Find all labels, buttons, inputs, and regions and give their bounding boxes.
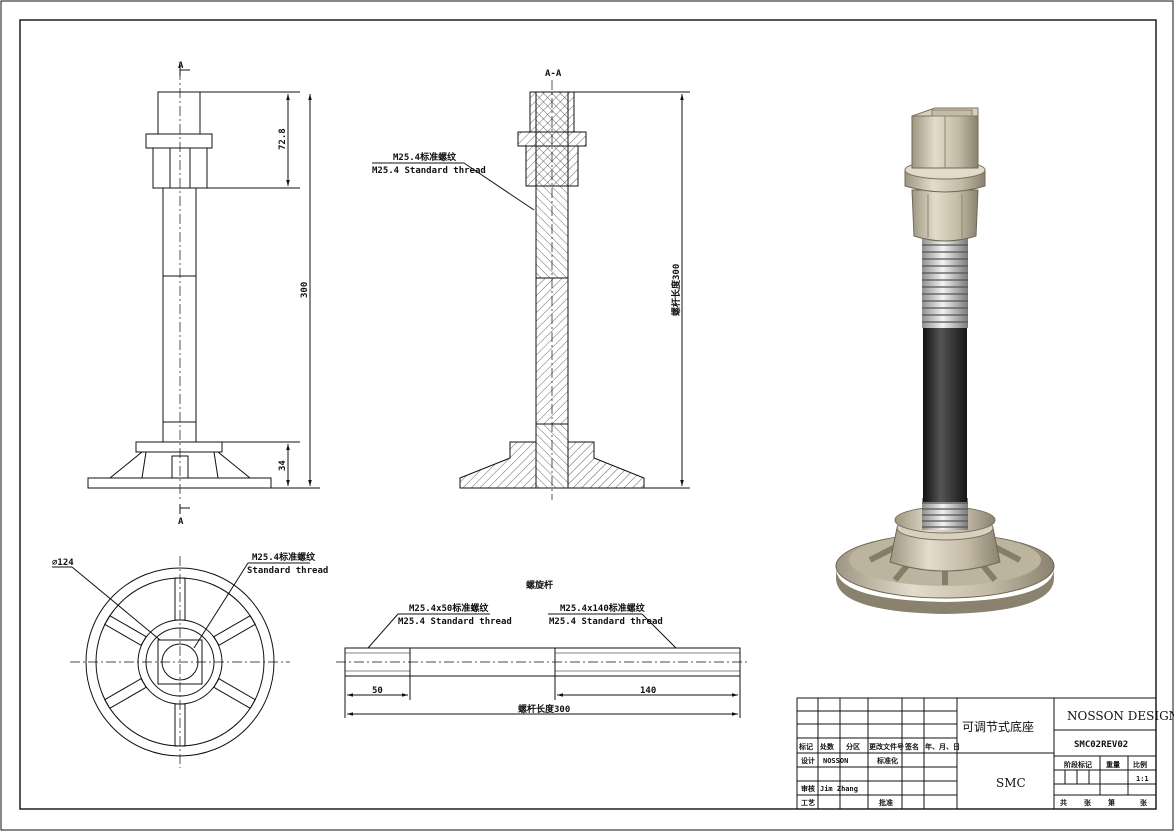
tb-review-value: Jim Zhang	[820, 785, 858, 793]
bottom-thread-label-en: Standard thread	[247, 566, 328, 576]
tb-sheet-unit: 张	[1084, 798, 1092, 807]
section-view	[372, 80, 690, 500]
tb-col-change-doc: 更改文件号	[869, 742, 904, 751]
rod-right-thread-en: M25.4 Standard thread	[549, 617, 663, 627]
dim-base-height: 34	[278, 460, 288, 471]
tb-col-date: 年、月、日	[925, 742, 960, 751]
section-mark-bottom: A	[178, 517, 184, 527]
tb-design-value: NOSSON	[823, 757, 848, 765]
tb-stage-label: 阶段标记	[1064, 760, 1092, 769]
dim-top-height: 72.8	[278, 128, 288, 150]
inner-frame	[19, 19, 1157, 810]
tb-sheet-num: 第	[1108, 798, 1115, 807]
section-thread-label-en: M25.4 Standard thread	[372, 166, 486, 176]
rod-dim-right: 140	[640, 686, 656, 696]
rod-view	[336, 613, 750, 718]
bottom-diameter-label: ⌀124	[52, 558, 74, 568]
section-rod-length: 螺杆长度300	[670, 264, 682, 316]
tb-weight-label: 重量	[1106, 760, 1120, 769]
dim-total-height: 300	[300, 282, 310, 298]
section-mark-top: A	[178, 61, 184, 71]
tb-scale-label: 比例	[1133, 760, 1147, 769]
front-view	[87, 62, 320, 514]
tb-approve-label: 批准	[879, 798, 893, 807]
bottom-view	[52, 556, 310, 768]
tb-part-name: 可调节式底座	[962, 719, 1034, 734]
rod-left-thread-cn: M25.4x50标准螺纹	[409, 602, 489, 614]
bottom-thread-label-cn: M25.4标准螺纹	[252, 551, 316, 563]
tb-design-label: 设计	[801, 756, 815, 765]
rod-right-thread-cn: M25.4x140标准螺纹	[560, 602, 646, 614]
tb-material: SMC	[996, 776, 1026, 790]
tb-col-zone: 分区	[846, 742, 860, 751]
tb-col-sign: 签名	[904, 742, 919, 751]
tb-company: NOSSON DESIGN	[1067, 709, 1174, 723]
tb-col-count: 处数	[819, 742, 835, 751]
tb-col-mark: 标记	[798, 742, 813, 751]
title-block	[796, 697, 1157, 810]
tb-process-label: 工艺	[801, 798, 815, 807]
section-title: A-A	[545, 69, 562, 79]
tb-standardize-label: 标准化	[876, 756, 898, 765]
iso-render	[835, 107, 1055, 614]
rod-left-thread-en: M25.4 Standard thread	[398, 617, 512, 627]
tb-sheet-total: 共	[1060, 798, 1067, 807]
rod-title: 螺旋杆	[526, 579, 553, 591]
section-thread-label-cn: M25.4标准螺纹	[393, 151, 457, 163]
tb-review-label: 审核	[801, 784, 815, 793]
rod-dim-left: 50	[372, 686, 383, 696]
tb-scale-value: 1:1	[1136, 775, 1149, 783]
tb-sheet-unit2: 张	[1140, 798, 1148, 807]
tb-drawing-no: SMC02REV02	[1074, 740, 1128, 750]
rod-dim-total: 螺杆长度300	[518, 703, 570, 715]
